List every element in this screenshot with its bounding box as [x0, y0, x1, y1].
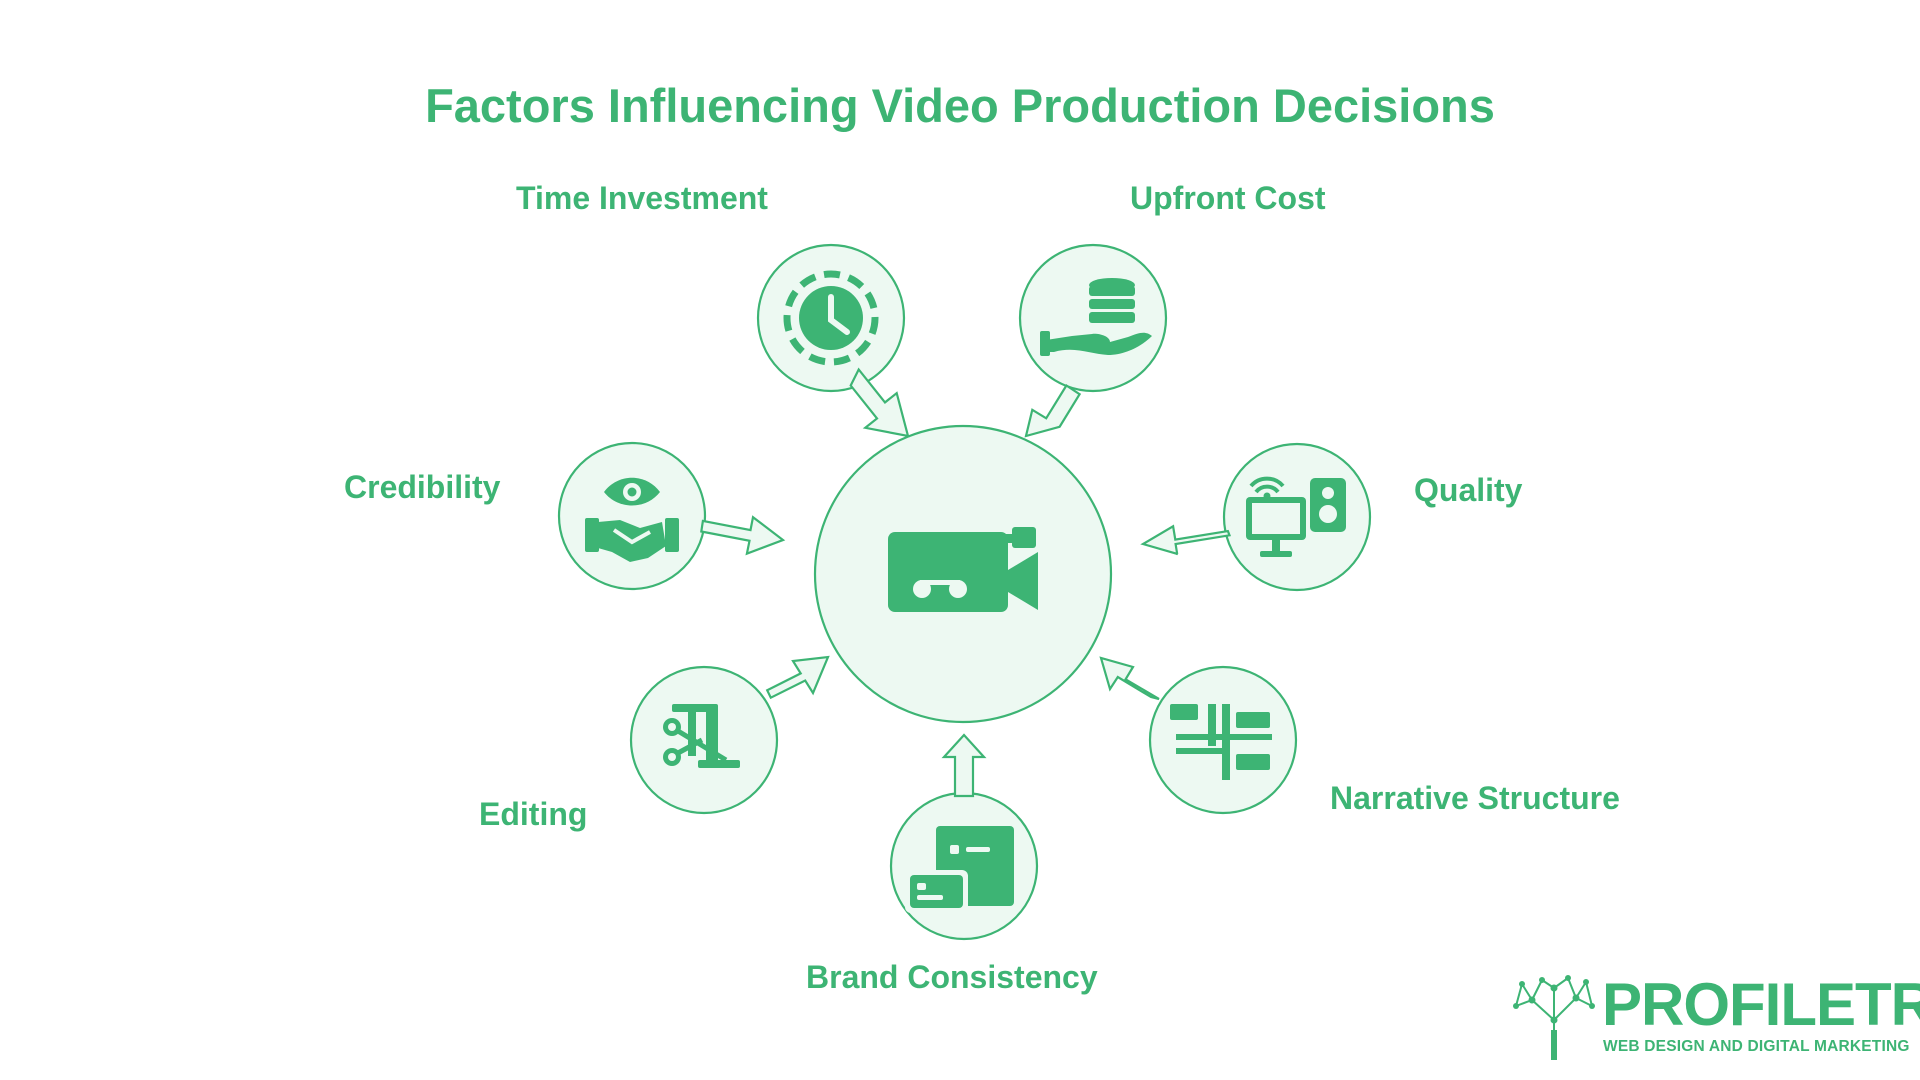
profiletree-logo: PROFILETREE WEB DESIGN AND DIGITAL MARKE… — [1512, 968, 1920, 1068]
diagram-title: Factors Influencing Video Production Dec… — [425, 79, 1495, 132]
logo-tagline: WEB DESIGN AND DIGITAL MARKETING — [1603, 1038, 1910, 1055]
factor-node-editing — [629, 655, 830, 815]
factor-node-upfront-cost — [1018, 243, 1168, 438]
center-hub — [813, 424, 1113, 724]
clock-icon — [783, 270, 879, 366]
computer-speaker-icon — [1246, 476, 1346, 557]
factor-node-credibility — [557, 441, 786, 591]
video-camera-icon — [888, 527, 1038, 612]
arrow-cost-to-center — [1024, 383, 1082, 438]
arrow-narrative-to-center — [1099, 656, 1160, 701]
label-quality: Quality — [1414, 472, 1523, 508]
logo-wordmark: PROFILETREE — [1602, 971, 1920, 1038]
flow-structure-icon — [1170, 704, 1272, 780]
coins-in-hand-icon — [1040, 278, 1152, 356]
tree-network-icon — [1513, 975, 1595, 1060]
arrow-editing-to-center — [765, 655, 830, 700]
arrow-brand-to-center — [941, 733, 987, 798]
label-upfront-cost: Upfront Cost — [1130, 180, 1326, 216]
brand-cards-icon — [905, 826, 1014, 913]
label-narrative-structure: Narrative Structure — [1330, 780, 1620, 816]
factor-node-brand-consistency — [889, 733, 1039, 941]
arrow-credibility-to-center — [700, 515, 786, 556]
arrow-time-to-center — [849, 367, 910, 438]
label-editing: Editing — [479, 796, 588, 832]
factor-node-narrative-structure — [1099, 656, 1298, 815]
label-time-investment: Time Investment — [516, 180, 768, 216]
label-brand-consistency: Brand Consistency — [806, 959, 1098, 995]
arrow-quality-to-center — [1140, 524, 1232, 556]
factor-node-quality — [1140, 442, 1372, 592]
label-credibility: Credibility — [344, 469, 501, 505]
factor-node-time-investment — [756, 243, 910, 438]
scissors-film-icon — [663, 704, 740, 768]
eye-handshake-icon — [585, 477, 679, 562]
